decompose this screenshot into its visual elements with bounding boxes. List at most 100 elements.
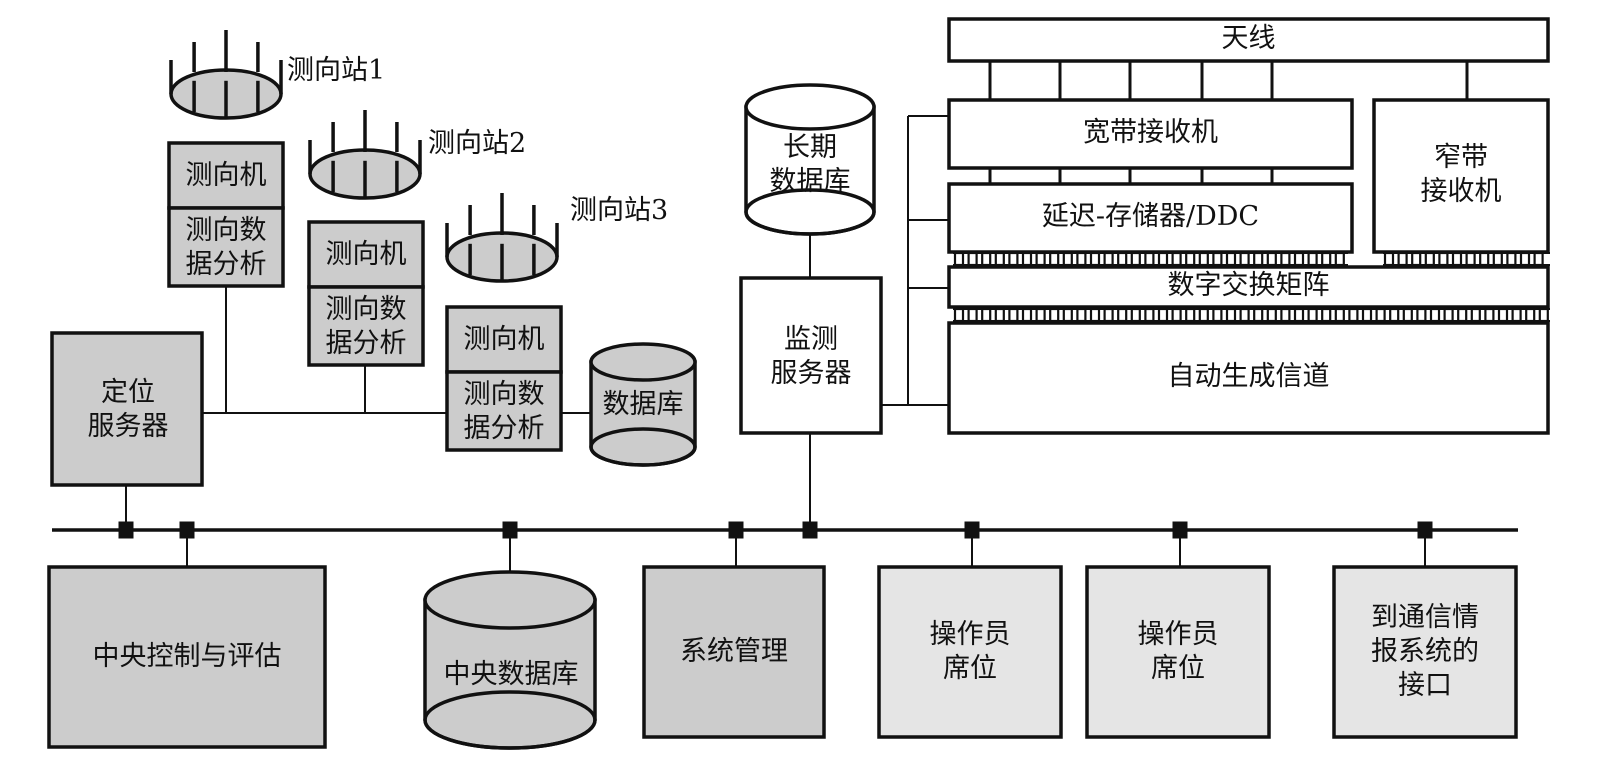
matrix-port-tick [1375,307,1386,323]
monitoring-server[interactable]: 监测 服务器 [770,323,852,389]
matrix-port-tick [1470,307,1481,323]
ddc-port-tick [1130,251,1141,267]
matrix-port-tick [1157,307,1169,323]
operator-1-tap-port [964,521,980,539]
ddc-port-tick [1266,251,1277,267]
matrix-port-tick [1429,307,1441,323]
ddc-port-tick [967,251,978,267]
ddc-port-tick [1171,251,1182,267]
matrix-port-tick [1076,307,1087,323]
df-analysis-1-box [167,206,285,288]
matrix-port-tick [1457,307,1468,323]
ddc-port-tick [1089,251,1101,267]
df-receiver-1[interactable]: 测向机 [185,160,267,191]
ddc-port-tick [1117,251,1128,267]
central-control-evaluation[interactable]: 中央控制与评估 [92,641,282,672]
delay-memory-ddc[interactable]: 延迟-存储器/DDC [1041,201,1260,232]
monitoring-server-box [739,276,883,435]
matrix-port-tick [1389,307,1400,323]
matrix-port-tick [967,307,978,323]
ddc-port-tick [1293,251,1305,267]
central-database-cylinder-bottom-rim [423,719,597,750]
df-analysis-3-box [445,370,563,452]
matrix-port-tick [1225,307,1237,323]
central-database-cylinder-bottom-rim-back [423,690,597,721]
matrix-port-tick [1307,307,1318,323]
matrix-port-tick [1008,307,1019,323]
ddc-port-tick [1008,251,1019,267]
long-term-database-cylinder-bottom-rim [744,211,876,236]
station-database-cylinder-bottom-rim [589,446,697,467]
matrix-port-tick [1103,307,1114,323]
narrowband-port-tick [1479,251,1490,267]
matrix-port-tick [1021,307,1033,323]
matrix-port-tick [1253,307,1264,323]
narrowband-port-tick [1492,251,1503,267]
long-term-database-cylinder-bottom-rim-back [744,188,876,213]
df-analysis-2[interactable]: 测向数 据分析 [325,294,407,359]
ddc-port-tick [1103,251,1114,267]
df-receiver-2[interactable]: 测向机 [325,239,407,270]
matrix-port-tick [1185,307,1196,323]
df-receiver-3-box [445,305,563,374]
matrix-port-tick [1144,307,1155,323]
location-server[interactable]: 定位 服务器 [87,377,169,442]
intel-system-interface[interactable]: 到通信情 报系统的 接口 [1371,602,1479,701]
matrix-port-tick [1212,307,1223,323]
operator-2-tap-port [1172,521,1188,539]
interface-tap-port [1417,521,1433,539]
df-station-1-label: 测向站1 [287,55,386,86]
matrix-port-tick [981,307,992,323]
operator-position-2[interactable]: 操作员 席位 [1137,619,1219,684]
matrix-port-tick [1361,307,1373,323]
df-receiver-3[interactable]: 测向机 [463,324,545,355]
station-database-cylinder-top [589,342,697,382]
df-analysis-3[interactable]: 测向数 据分析 [463,379,545,444]
digital-switch-matrix[interactable]: 数字交换矩阵 [1167,270,1330,301]
matrix-port-tick [1198,307,1209,323]
long-term-database[interactable]: 长期 数据库 [769,132,851,197]
narrowband-port-tick [1465,251,1476,267]
matrix-port-tick [1402,307,1413,323]
ddc-port-tick [1198,251,1209,267]
narrowband-port-tick [1438,251,1449,267]
ddc-port-tick [1225,251,1237,267]
df-station-2-label: 测向站2 [428,128,527,159]
system-management[interactable]: 系统管理 [680,636,788,667]
matrix-port-tick [1538,307,1549,323]
narrowband-port-tick [1397,251,1408,267]
narrowband-port-tick [1451,251,1463,267]
central-control-box [47,565,327,749]
station-database[interactable]: 数据库 [602,389,684,420]
matrix-port-tick [1280,307,1291,323]
narrowband-port-tick [1533,251,1544,267]
df-station-3-label: 测向站3 [570,195,669,226]
central-database[interactable]: 中央数据库 [443,659,579,690]
matrix-port-tick [953,307,965,323]
antenna[interactable]: 天线 [1221,23,1276,54]
operator-position-1[interactable]: 操作员 席位 [929,619,1011,684]
matrix-port-tick [1293,307,1305,323]
monitor-server-tap-port [802,521,818,539]
matrix-port-tick [1321,307,1332,323]
ddc-port-tick [1062,251,1073,267]
wideband-receiver-box [947,98,1354,170]
matrix-port-tick [1062,307,1073,323]
ddc-port-tick [1076,251,1087,267]
auto-channel-generation[interactable]: 自动生成信道 [1167,361,1330,392]
ddc-port-tick [1307,251,1318,267]
wideband-receiver[interactable]: 宽带接收机 [1083,117,1218,148]
station-database-cylinder-bottom-rim-back [589,427,697,448]
narrowband-port-tick [1424,251,1435,267]
narrowband-receiver-box [1372,98,1550,254]
matrix-port-tick [1348,307,1359,323]
location-server-box [50,331,204,487]
ddc-port-tick [1021,251,1033,267]
ddc-port-tick [1321,251,1332,267]
df-analysis-1[interactable]: 测向数 据分析 [185,215,267,280]
matrix-port-tick [1443,307,1454,323]
auto-channel-generation-box [947,321,1550,435]
narrowband-receiver[interactable]: 窄带 接收机 [1420,142,1502,207]
matrix-port-tick [1171,307,1182,323]
central-db-tap-port [502,521,518,539]
